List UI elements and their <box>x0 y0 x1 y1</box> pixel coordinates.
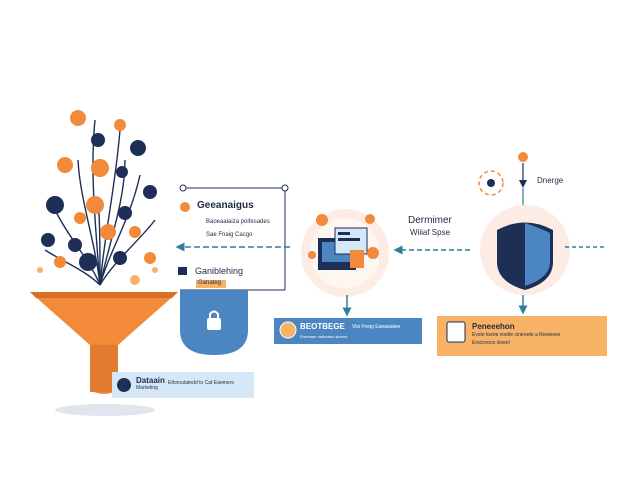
funnel-caption-body: Ethnoutatedd to Cat Eaemers <box>168 380 234 386</box>
right-banner-line2: Ersccnoos sloeel <box>472 340 510 346</box>
left-box-line2: Sae Fnaig Cacgo <box>206 232 253 238</box>
center-node-top <box>316 214 328 226</box>
shield-icon <box>497 222 553 290</box>
lock-shield-icon <box>180 290 248 355</box>
avatar <box>446 321 466 343</box>
bank-icon <box>178 267 187 275</box>
left-box-line1: Baoeaaiaiza poifesades <box>206 219 270 225</box>
funnel-caption-box <box>112 372 254 398</box>
funnel-icon <box>30 292 178 416</box>
center-right-subtitle: Wiiiaf Spse <box>410 228 451 237</box>
left-box-icon <box>180 202 190 212</box>
funnel-caption-title: Dataain <box>136 376 165 385</box>
left-box-title: Geeanaigus <box>197 200 254 211</box>
laptop-dashboard-icon <box>318 227 368 270</box>
cycle-icon <box>478 170 504 196</box>
center-banner-title: BEOTBEGE <box>300 322 345 331</box>
center-banner-line2: Ereeeaer veilecaus sloerrs <box>300 334 348 339</box>
left-box-sublabel: Ganiblehing <box>195 266 244 276</box>
center-right-title: Dermimer <box>408 215 452 226</box>
center-banner-line1: Visi Fneig Eaeaaialee <box>352 324 401 330</box>
right-banner-line1: Evste toerie voelte cimreete a Reoieese <box>472 332 561 338</box>
avatar <box>279 321 297 339</box>
top-node-icon <box>518 152 528 162</box>
center-banner <box>274 318 422 344</box>
avatar <box>117 378 131 392</box>
funnel-caption-subtitle: Marketing <box>136 385 158 391</box>
network-node-circles <box>37 110 158 285</box>
right-top-label: Dnerge <box>537 176 564 185</box>
arrow-down-right-top <box>519 180 527 188</box>
left-box-tag: Ganateg <box>198 280 222 286</box>
left-tag-bg <box>196 280 226 288</box>
right-banner-title: Peneeehon <box>472 322 515 331</box>
